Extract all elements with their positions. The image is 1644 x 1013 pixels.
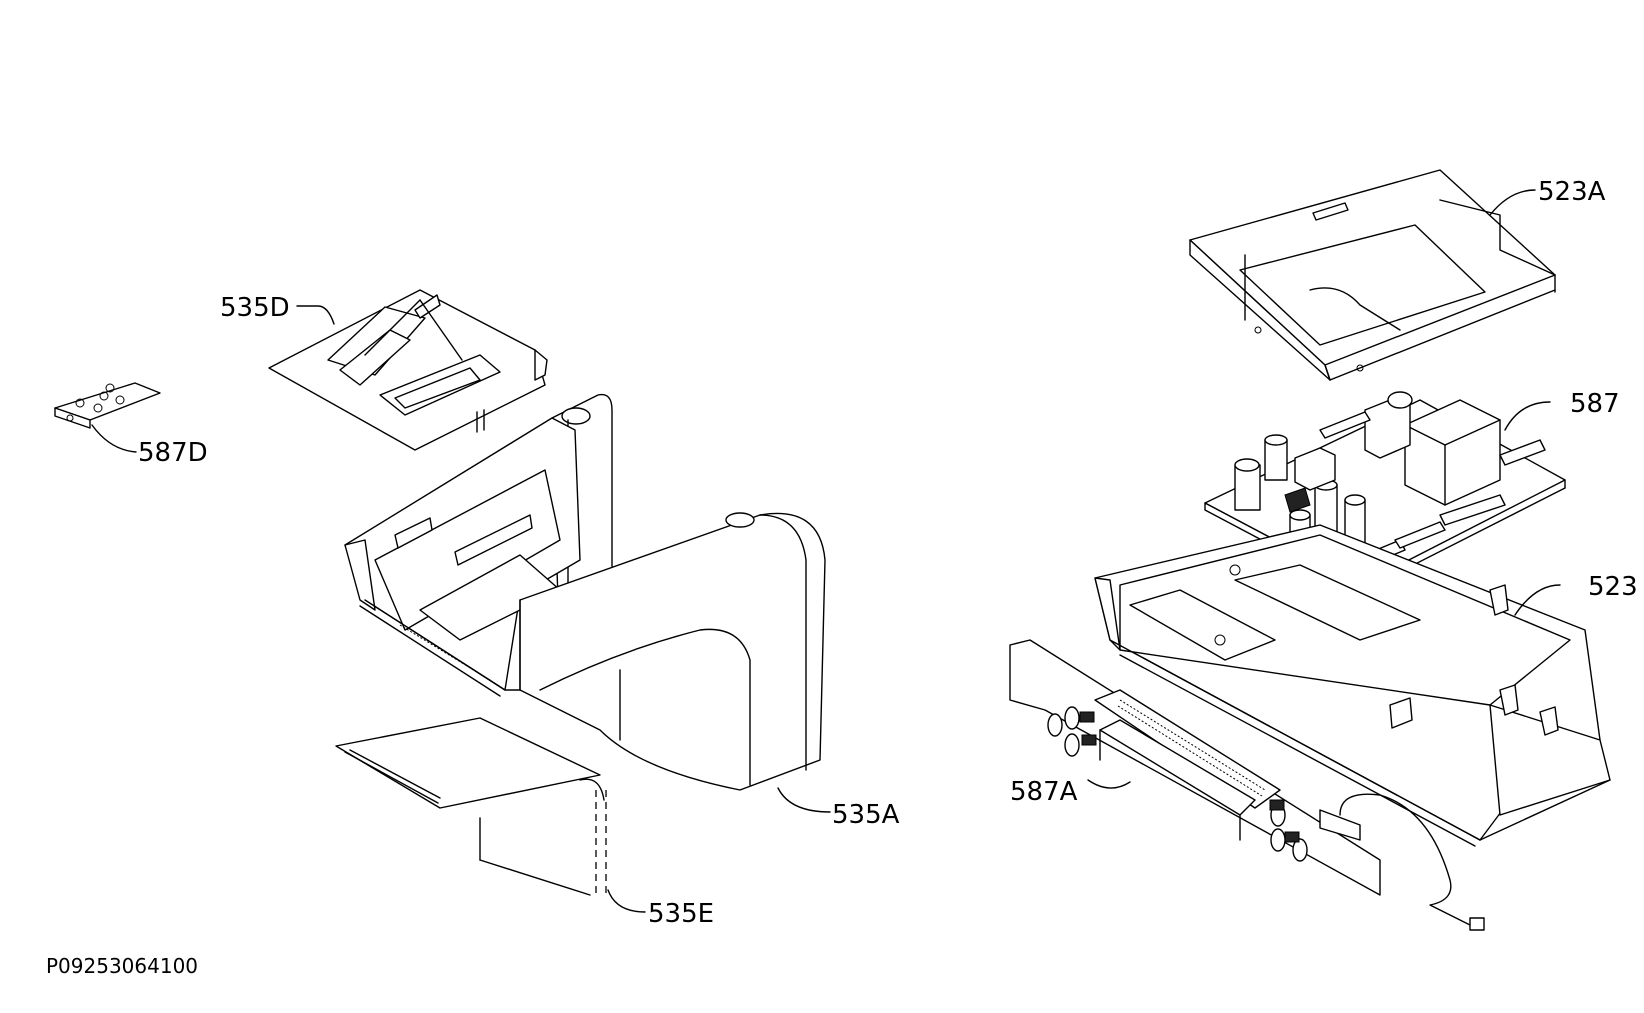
part-523A-top-cover bbox=[1189, 169, 1556, 381]
label-535E: 535E bbox=[648, 899, 714, 929]
leader-587A bbox=[1087, 779, 1131, 789]
label-523A: 523A bbox=[1538, 177, 1606, 207]
leader-535A bbox=[777, 787, 831, 813]
leader-587D bbox=[91, 424, 137, 453]
leader-535D bbox=[296, 305, 335, 325]
label-587: 587 bbox=[1570, 389, 1620, 419]
label-535D: 535D bbox=[220, 293, 290, 323]
label-587A: 587A bbox=[1010, 777, 1078, 807]
label-535A: 535A bbox=[832, 800, 900, 830]
part-587D-keypad-plate bbox=[54, 382, 161, 429]
part-535A-main-housing bbox=[344, 393, 826, 791]
document-id: P09253064100 bbox=[46, 954, 198, 978]
leader-523A bbox=[1489, 189, 1536, 216]
part-535E-drip-cover bbox=[335, 717, 607, 896]
leader-535E bbox=[607, 889, 646, 913]
leader-587 bbox=[1504, 401, 1551, 431]
part-523-base-chassis bbox=[1094, 524, 1611, 847]
part-587A-display-board bbox=[1009, 639, 1485, 931]
label-587D: 587D bbox=[138, 438, 208, 468]
label-523: 523 bbox=[1588, 572, 1638, 602]
leader-523 bbox=[1514, 584, 1561, 616]
part-535D-tray-base bbox=[268, 289, 548, 451]
